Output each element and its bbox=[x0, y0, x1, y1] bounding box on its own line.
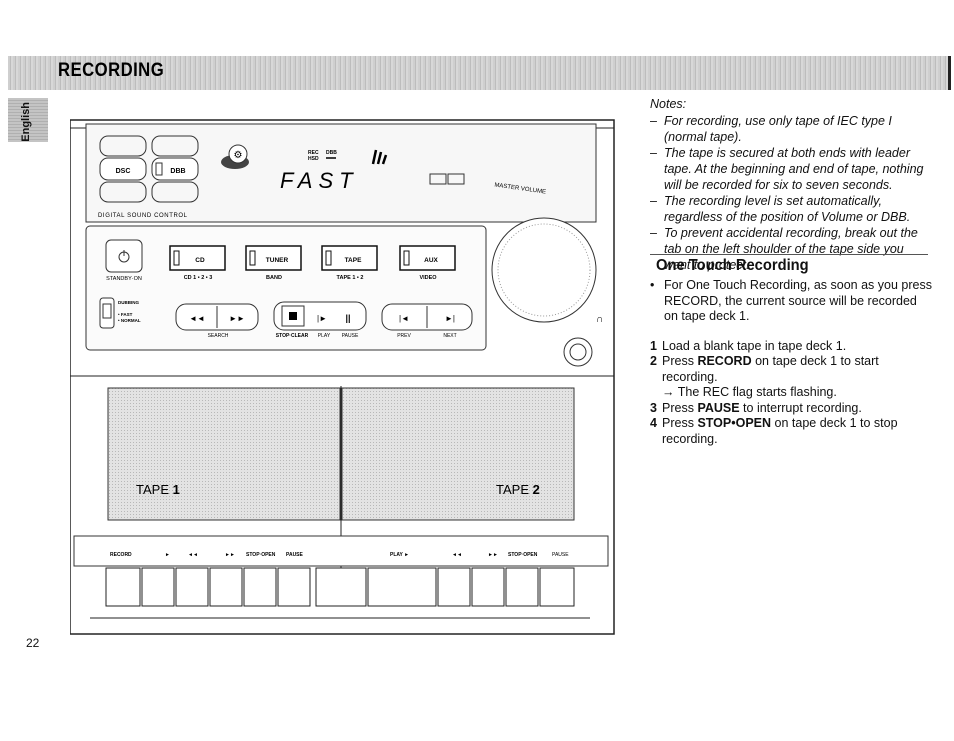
section-title: One Touch Recording bbox=[656, 257, 809, 274]
source-tape-sub: TAPE 1 • 2 bbox=[337, 275, 364, 281]
notes-block: Notes: For recording, use only tape of I… bbox=[650, 96, 932, 273]
svg-text:►|: ►| bbox=[445, 314, 455, 323]
pause-label: PAUSE bbox=[342, 333, 359, 339]
jog-knob bbox=[563, 337, 593, 367]
skip-buttons: |◄ ►| bbox=[381, 303, 473, 331]
source-cd-button: CD bbox=[169, 245, 226, 271]
hsd-label: HSD bbox=[308, 156, 319, 162]
bullet-item: For One Touch Recording, as soon as you … bbox=[650, 278, 932, 325]
page-number: 22 bbox=[26, 636, 40, 650]
deck1-play: ► bbox=[165, 552, 170, 558]
stop-clear-label: STOP·CLEAR bbox=[276, 333, 309, 339]
svg-text:|►: |► bbox=[317, 314, 327, 323]
language-tab bbox=[8, 98, 48, 142]
standby-button bbox=[105, 239, 143, 273]
deck2-stop-open: STOP·OPEN bbox=[508, 552, 538, 558]
dubbing-switch bbox=[99, 297, 115, 329]
play-label: PLAY bbox=[318, 333, 331, 339]
standby-label: STANDBY·ON bbox=[106, 276, 142, 282]
next-label: NEXT bbox=[443, 333, 456, 339]
tape-2-label: TAPE 2 bbox=[496, 482, 540, 497]
note-item: The recording level is set automatically… bbox=[650, 193, 932, 225]
svg-text:CD: CD bbox=[195, 257, 205, 264]
deck2-play: PLAY ► bbox=[390, 552, 409, 558]
svg-text:TUNER: TUNER bbox=[266, 257, 289, 264]
source-tuner-button: TUNER bbox=[245, 245, 302, 271]
dsc-cluster: DSC DBB bbox=[99, 135, 199, 203]
source-panel bbox=[85, 225, 487, 351]
normal-label: • NORMAL bbox=[118, 318, 141, 323]
prev-label: PREV bbox=[397, 333, 411, 339]
deck1-ff: ►► bbox=[225, 552, 235, 558]
deck2-rewind: ◄◄ bbox=[452, 552, 462, 558]
note-item: To prevent accidental recording, break o… bbox=[650, 225, 932, 273]
rec-label: REC bbox=[308, 150, 319, 156]
deck1-pause: PAUSE bbox=[286, 552, 304, 558]
cd-disc-icon: ⚙ bbox=[221, 144, 249, 169]
note-item: The tape is secured at both ends with le… bbox=[650, 145, 932, 193]
page-title: RECORDING bbox=[58, 60, 165, 81]
deck-keys bbox=[105, 567, 575, 607]
tape-1-label: TAPE 1 bbox=[136, 482, 180, 497]
section-body: For One Touch Recording, as soon as you … bbox=[650, 278, 932, 447]
digital-sound-control-label: DIGITAL SOUND CONTROL bbox=[98, 213, 188, 219]
stereo-device-illustration: DSC DBB DIGITAL SOUND CONTROL ⚙ REC HSD … bbox=[70, 119, 615, 635]
header-bar bbox=[8, 56, 951, 90]
search-label: SEARCH bbox=[208, 333, 229, 339]
device-frame bbox=[70, 119, 615, 635]
deck1-rewind: ◄◄ bbox=[188, 552, 198, 558]
display-readout: FAST bbox=[280, 168, 359, 193]
fast-label: • FAST bbox=[118, 312, 133, 317]
volume-knob bbox=[491, 217, 597, 323]
source-tape-button: TAPE bbox=[321, 245, 378, 271]
svg-text:||: || bbox=[345, 313, 350, 323]
dubbing-label: DUBBING bbox=[118, 300, 139, 305]
tape-deck-1-window bbox=[107, 387, 341, 521]
source-aux-sub: VIDEO bbox=[419, 275, 437, 281]
svg-text:|◄: |◄ bbox=[399, 314, 409, 323]
language-label: English bbox=[20, 102, 32, 142]
step-2-result: → The REC flag starts flashing. bbox=[662, 385, 837, 399]
svg-text:⚙: ⚙ bbox=[234, 150, 243, 161]
level-icon bbox=[371, 149, 388, 165]
dbb-indicator: DBB bbox=[326, 150, 337, 156]
headphone-icon: ∩ bbox=[596, 314, 603, 325]
source-tuner-sub: BAND bbox=[266, 275, 282, 281]
notes-title: Notes: bbox=[650, 97, 687, 111]
svg-text:►►: ►► bbox=[229, 314, 245, 323]
deck-control-strip bbox=[73, 535, 609, 567]
source-aux-button: AUX bbox=[399, 245, 456, 271]
deck2-ff: ►► bbox=[488, 552, 498, 558]
search-buttons: ◄◄ ►► bbox=[175, 303, 259, 331]
transport-buttons: |► || bbox=[273, 301, 367, 331]
note-item: For recording, use only tape of IEC type… bbox=[650, 113, 932, 145]
deck1-stop-open: STOP·OPEN bbox=[246, 552, 276, 558]
deck1-record: RECORD bbox=[110, 552, 132, 558]
svg-text:◄◄: ◄◄ bbox=[189, 314, 205, 323]
dsc-button: DSC bbox=[116, 168, 131, 175]
section-rule bbox=[650, 254, 928, 255]
dbb-button: DBB bbox=[170, 168, 185, 175]
svg-text:AUX: AUX bbox=[424, 257, 438, 264]
svg-text:TAPE: TAPE bbox=[345, 257, 363, 264]
deck2-pause: PAUSE bbox=[552, 552, 569, 558]
tape-deck-2-window bbox=[341, 387, 575, 521]
source-cd-sub: CD 1 • 2 • 3 bbox=[184, 275, 213, 281]
